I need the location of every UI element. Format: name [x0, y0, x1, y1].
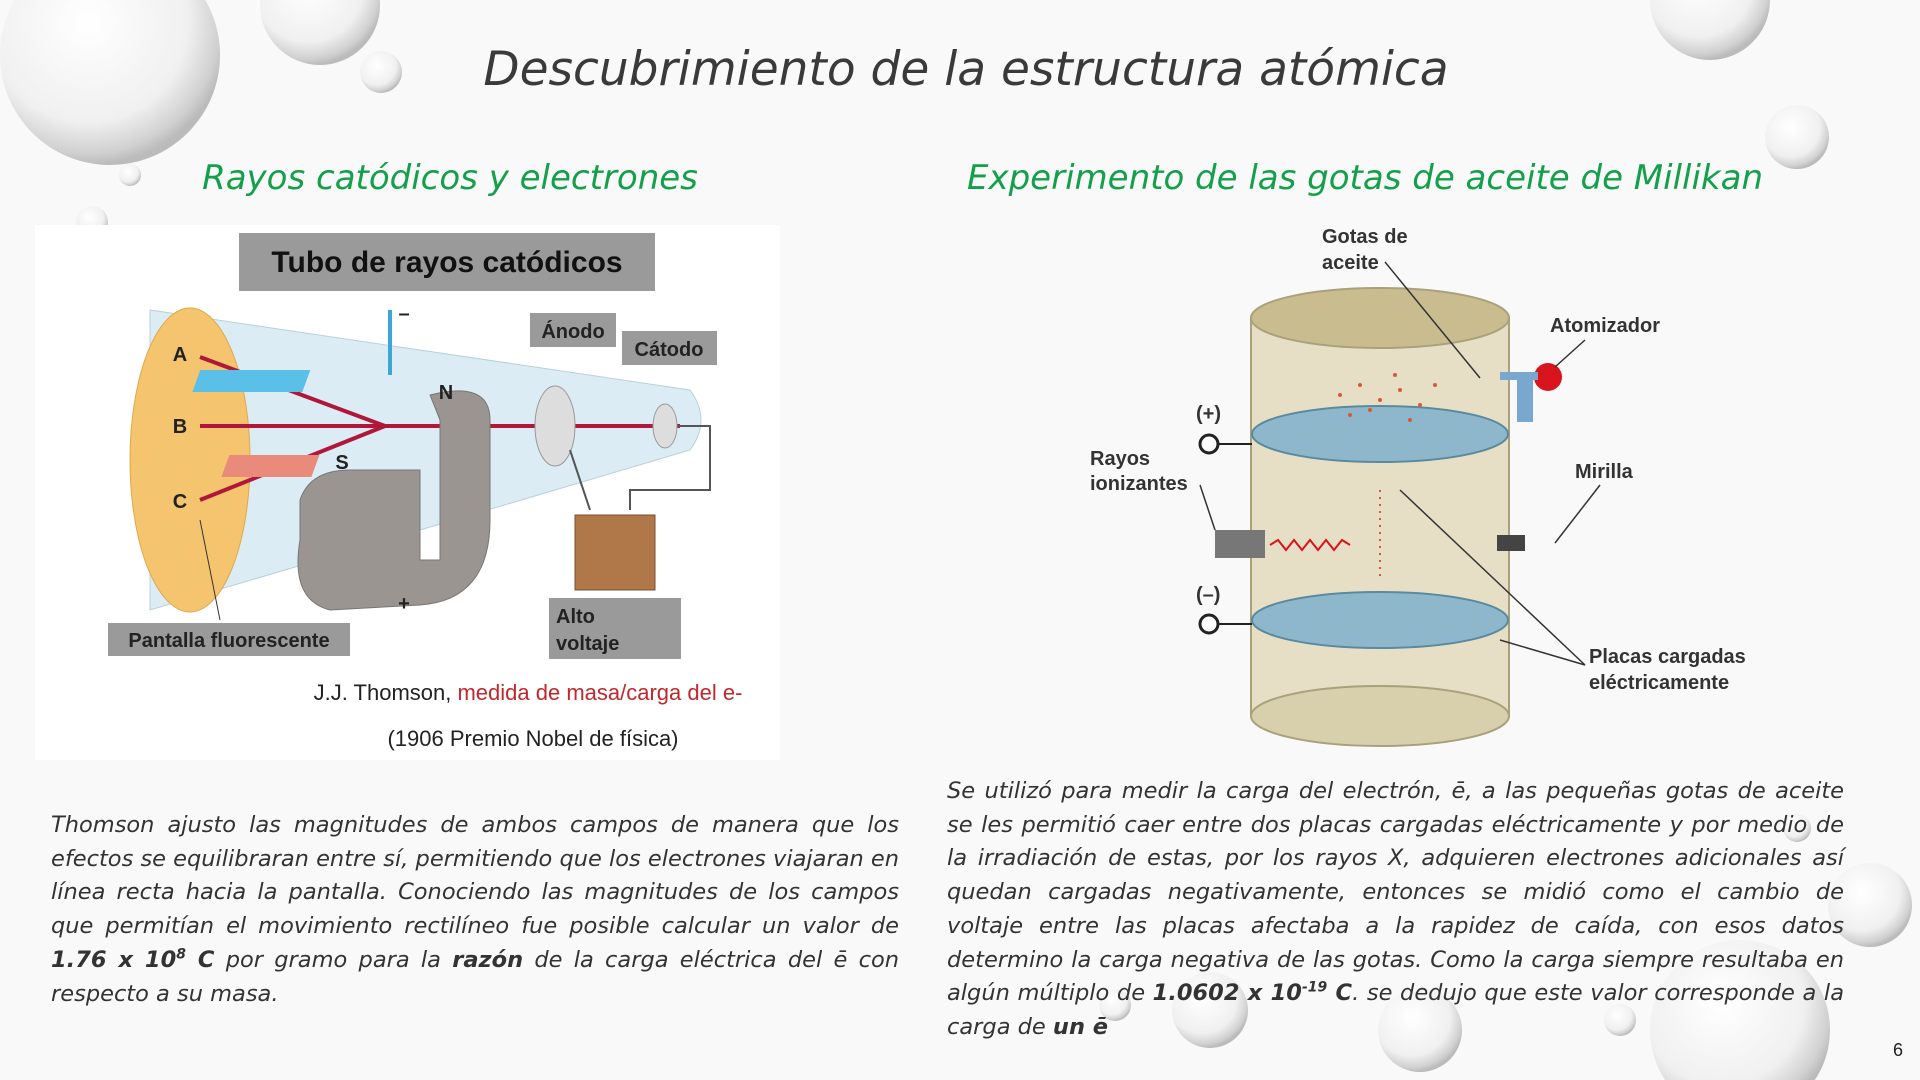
cathode: [652, 403, 678, 449]
label-plus: +: [398, 593, 410, 615]
lower-plate: [1251, 591, 1509, 649]
label-n: N: [439, 382, 453, 404]
label-b: B: [173, 416, 187, 438]
label-a: A: [173, 344, 187, 366]
thomson-paragraph: Thomson ajusto las magnitudes de ambos c…: [51, 812, 899, 1007]
anode: [534, 385, 576, 467]
label-s: S: [335, 452, 348, 474]
millikan-paragraph: Se utilizó para medir la carga del elect…: [947, 778, 1844, 1040]
label-high-voltage-2: voltaje: [556, 633, 619, 655]
oil-drops: [1338, 373, 1437, 422]
negative-plate: [192, 370, 311, 392]
caption-thomson: J.J. Thomson, medida de masa/carga del e…: [314, 680, 743, 705]
positive-plate: [221, 455, 320, 477]
diagram-title-box: [239, 233, 655, 291]
label-c: C: [173, 491, 187, 513]
label-high-voltage: Alto: [556, 606, 595, 628]
label-atomizer: Atomizador: [1550, 315, 1660, 337]
left-subtitle: Rayos catódicos y electrones: [202, 158, 698, 198]
cylinder: [1250, 317, 1510, 717]
caption-prize: (1906 Premio Nobel de física): [387, 726, 678, 751]
label-minus-terminal: (–): [1196, 584, 1220, 606]
label-ionizing-rays: Rayos: [1090, 448, 1150, 470]
label-anode: Ánodo: [541, 320, 604, 343]
diagram-title: Tubo de rayos catódicos: [271, 246, 622, 279]
upper-plate: [1251, 405, 1509, 463]
label-oil-drops-2: aceite: [1322, 252, 1379, 274]
page-number: 6: [1893, 1040, 1904, 1060]
label-cathode: Cátodo: [635, 339, 704, 361]
cathode-ray-tube-diagram: Tubo de rayos catódicos Ánodo Cátodo Pan…: [35, 225, 780, 760]
magnet: [297, 390, 491, 611]
millikan-diagram: Gotas de aceite Atomizador (+) (–) Rayos…: [1090, 226, 1746, 747]
xray-source: [1215, 530, 1265, 558]
atomizer-bulb: [1534, 363, 1562, 391]
slide-title: Descubrimiento de la estructura atómica: [483, 42, 1449, 97]
label-ionizing-rays-2: ionizantes: [1090, 473, 1188, 495]
right-subtitle: Experimento de las gotas de aceite de Mi…: [967, 158, 1763, 198]
label-charged-plates-2: eléctricamente: [1589, 672, 1729, 694]
label-eyepiece: Mirilla: [1575, 461, 1634, 483]
battery: [574, 514, 656, 591]
label-plus-terminal: (+): [1196, 403, 1221, 425]
label-oil-drops: Gotas de: [1322, 226, 1408, 248]
label-minus: –: [398, 303, 409, 325]
label-charged-plates: Placas cargadas: [1589, 646, 1746, 668]
label-screen: Pantalla fluorescente: [128, 630, 329, 652]
eyepiece: [1497, 535, 1525, 551]
